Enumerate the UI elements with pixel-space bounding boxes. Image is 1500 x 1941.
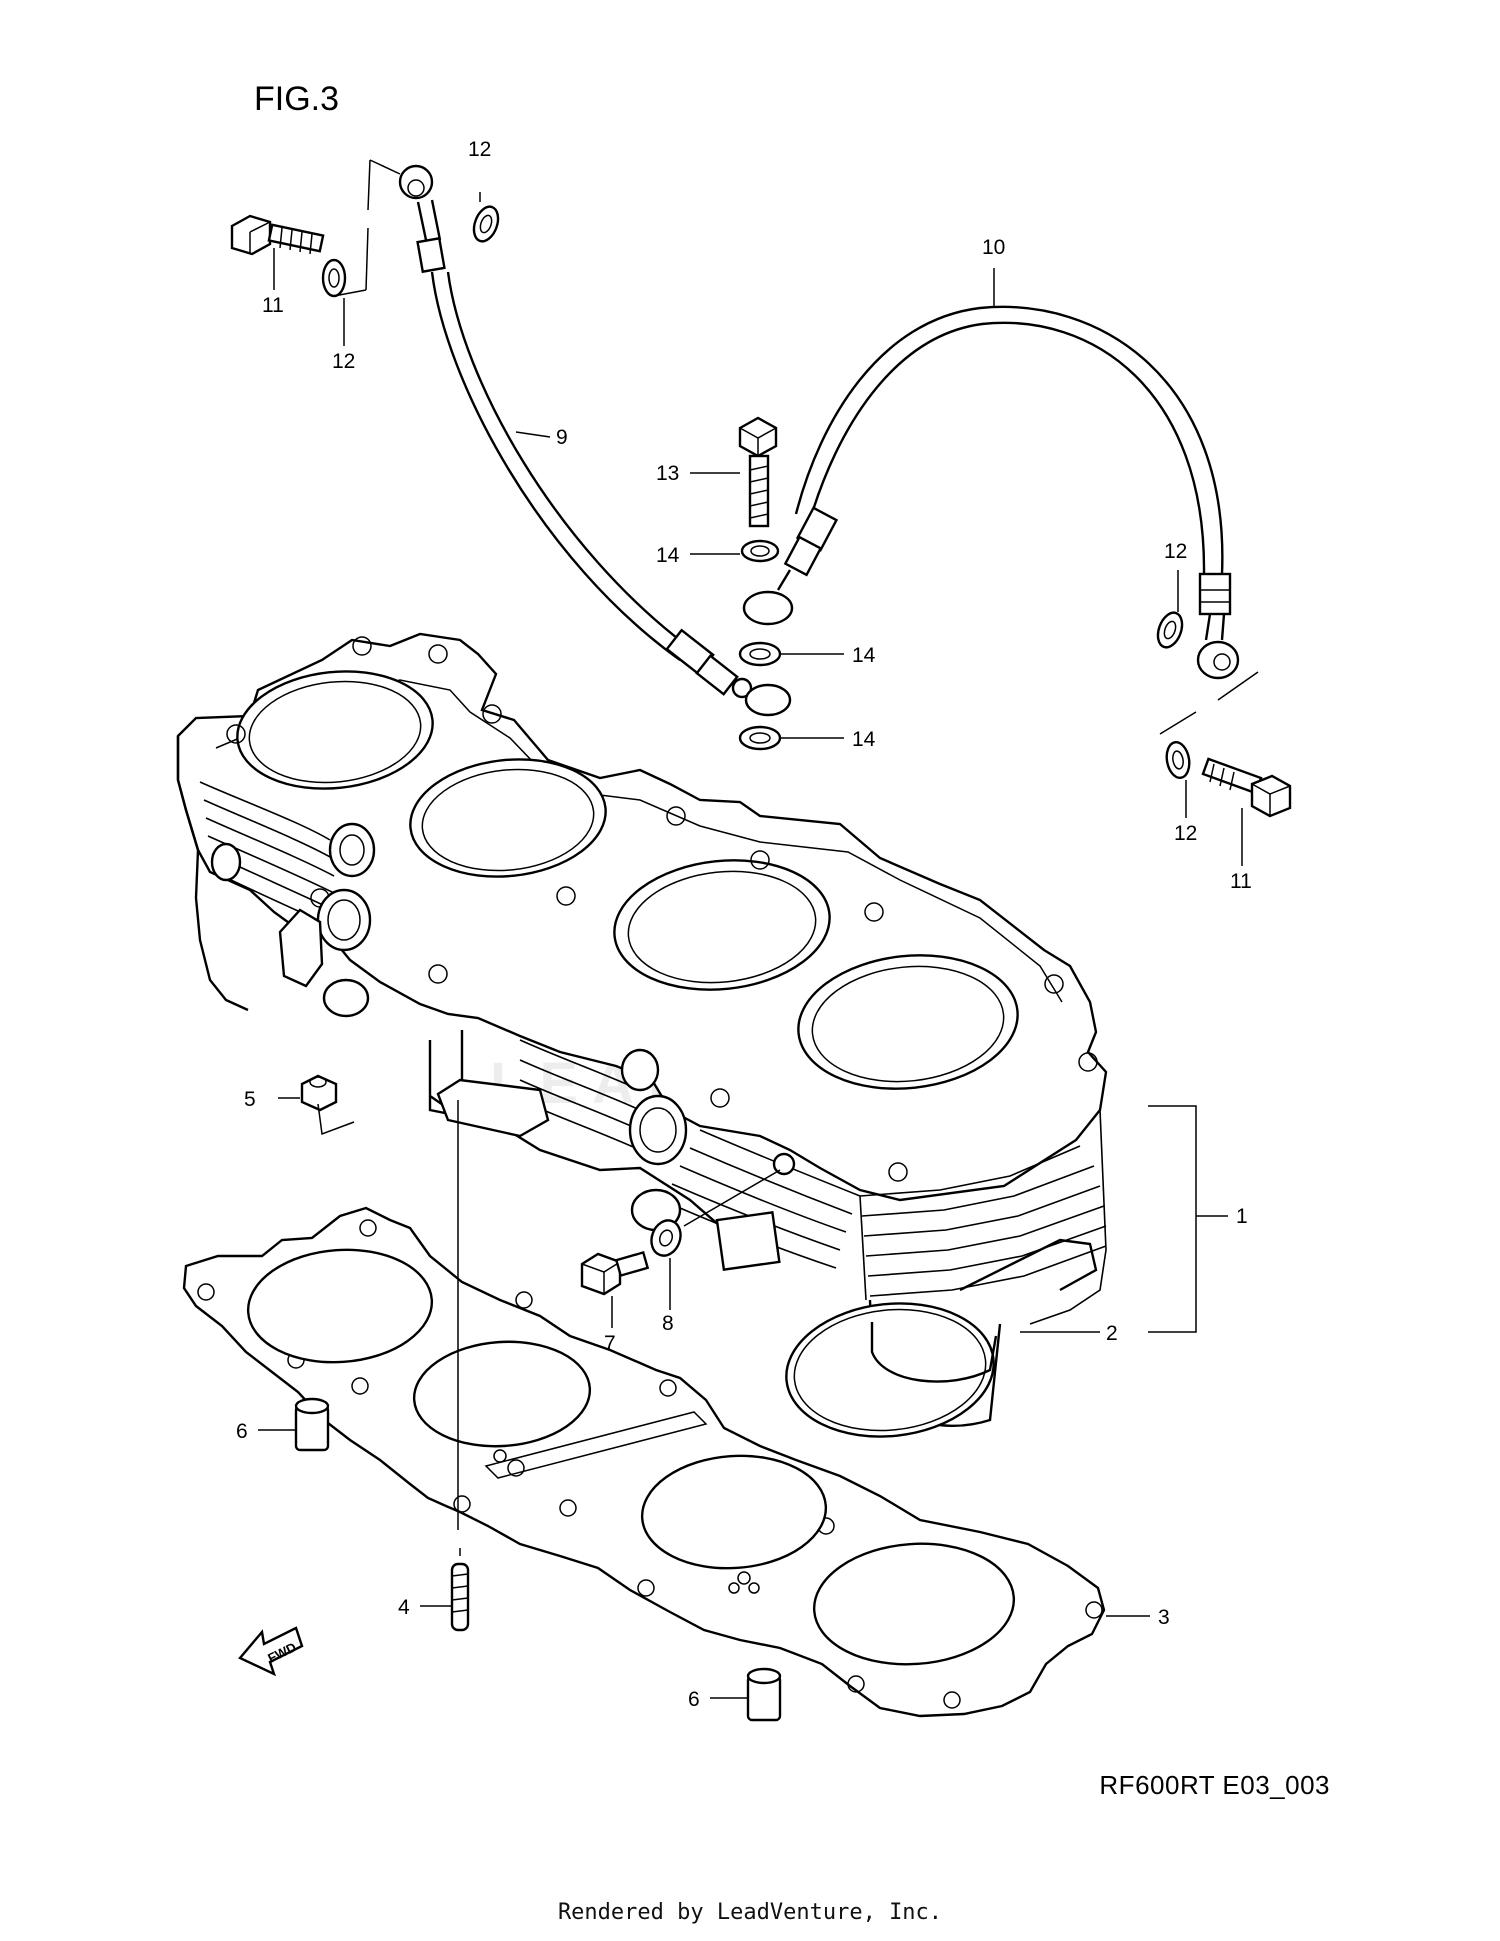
callout-2: 2 (1106, 1322, 1118, 1345)
bolt-7[interactable] (580, 1250, 650, 1296)
washer-14-top[interactable] (740, 539, 780, 563)
guide-line (683, 1169, 781, 1227)
callout-3: 3 (1158, 1606, 1170, 1629)
callout-1: 1 (1236, 1205, 1248, 1228)
guide-line (1159, 671, 1259, 735)
washer-12-right-lower[interactable] (1164, 740, 1192, 780)
banjo-fitting-lower (744, 683, 792, 717)
washer-14-bottom[interactable] (738, 725, 782, 751)
washer-12-right-upper[interactable] (1154, 609, 1187, 650)
render-credit: Rendered by LeadVenture, Inc. (557, 1900, 943, 1925)
callout-13: 13 (656, 462, 679, 485)
callout-11-left: 11 (262, 294, 284, 317)
drawing-code: RF600RT E03_003 (1099, 1770, 1330, 1800)
oil-hose-10[interactable] (742, 305, 1240, 680)
cylinder-block[interactable] (176, 632, 1108, 1427)
callout-14-bottom: 14 (852, 728, 876, 751)
stud-4[interactable] (450, 1100, 470, 1632)
oil-hose-9[interactable] (398, 164, 753, 699)
washer-8[interactable] (647, 1216, 686, 1259)
cylinder-gasket-3[interactable] (182, 1206, 1106, 1718)
callout-8: 8 (662, 1312, 674, 1335)
callout-14-middle: 14 (852, 644, 876, 667)
washer-14-middle[interactable] (738, 641, 782, 667)
bolt-11-left[interactable] (230, 214, 325, 256)
callout-12-right-upper: 12 (1164, 540, 1187, 563)
dowel-pin-6-left[interactable] (294, 1397, 330, 1452)
washer-12-top[interactable] (470, 203, 503, 244)
washer-12-top-left[interactable] (321, 258, 347, 298)
callout-12-right-lower: 12 (1174, 822, 1197, 845)
leader-lines (258, 192, 1243, 1699)
callout-5: 5 (244, 1088, 256, 1111)
nut-5[interactable] (300, 1074, 355, 1136)
callout-4: 4 (398, 1596, 410, 1619)
callout-9: 9 (556, 426, 568, 449)
callout-7: 7 (604, 1332, 616, 1355)
callout-12-top: 12 (468, 138, 491, 161)
callout-6-left: 6 (236, 1420, 248, 1443)
guide-line (369, 159, 401, 175)
callout-6-bottom: 6 (688, 1688, 700, 1711)
union-bolt-13[interactable] (738, 416, 778, 528)
callout-10: 10 (982, 236, 1005, 259)
bolt-11-right[interactable] (1201, 757, 1292, 818)
callout-12-left: 12 (332, 350, 355, 373)
guide-line (333, 159, 371, 297)
dowel-pin-6-bottom[interactable] (746, 1667, 782, 1722)
forward-direction-arrow: FWD (238, 1626, 304, 1677)
figure-title: FIG.3 (254, 80, 340, 118)
callout-11-right: 11 (1230, 870, 1252, 893)
o-ring-2[interactable] (780, 1293, 1001, 1446)
callout-14-top: 14 (656, 544, 680, 567)
